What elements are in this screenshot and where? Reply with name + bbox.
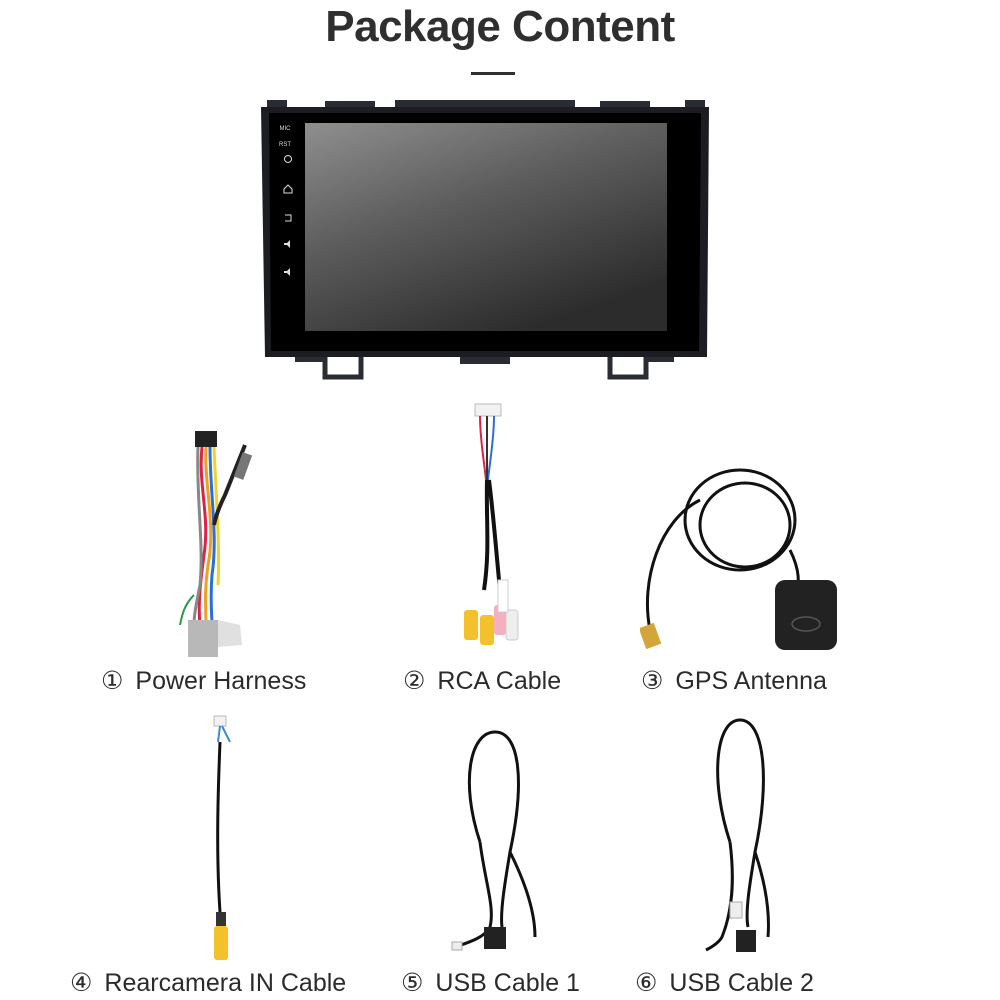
usb-cable-1-image: [451, 730, 537, 951]
gps-antenna-image: [640, 468, 837, 650]
home-icon: [283, 184, 293, 194]
item-label: USB Cable 2: [669, 969, 814, 997]
volume-down-icon: [284, 268, 290, 276]
rca-cable-image: [464, 403, 519, 645]
item-label: Rearcamera IN Cable: [104, 969, 347, 997]
volume-up-icon: [284, 240, 290, 248]
page-title: Package Content: [325, 2, 675, 51]
power-icon: [284, 155, 292, 163]
rearcamera-cable-image: [213, 715, 231, 960]
item-label: USB Cable 1: [435, 969, 580, 997]
back-icon: [285, 214, 292, 222]
rst-label: RST: [279, 142, 291, 148]
usb-cable-2-image: [705, 718, 770, 952]
head-unit-image: MIC RST: [261, 100, 709, 380]
item-label: Power Harness: [135, 667, 307, 695]
mic-label: MIC: [280, 126, 292, 132]
power-harness-image: [179, 431, 253, 657]
title-underline: [471, 72, 515, 75]
item-label: GPS Antenna: [675, 667, 827, 695]
item-label: RCA Cable: [437, 667, 562, 695]
